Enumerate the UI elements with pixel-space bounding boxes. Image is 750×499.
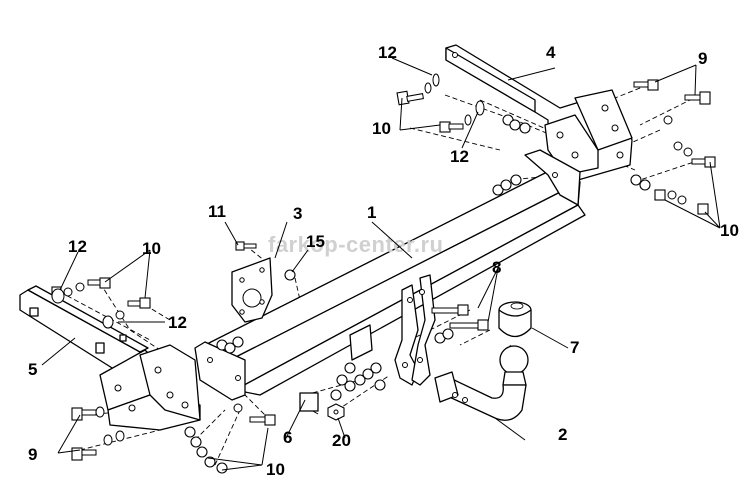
tow-ball-neck <box>434 345 529 421</box>
left-side-bracket <box>19 285 201 431</box>
callout-10-mid-left: 10 <box>142 239 161 258</box>
tow-ball-cover <box>498 301 532 338</box>
hardware-top-left <box>396 73 531 196</box>
callout-12-left-lower: 12 <box>168 313 187 332</box>
callout-10-top-left: 10 <box>372 119 391 138</box>
callout-9-bottom: 9 <box>28 445 37 464</box>
callout-7: 7 <box>570 338 579 357</box>
callout-12-top-upper: 12 <box>378 43 397 62</box>
callout-9-top: 9 <box>698 49 707 68</box>
callout-15: 15 <box>306 232 325 251</box>
callout-20: 20 <box>332 431 351 450</box>
hitch-mount-plate <box>394 274 436 386</box>
hardware-top-right <box>630 79 716 215</box>
right-side-bracket <box>445 44 633 181</box>
callout-leader-lines <box>41 57 721 471</box>
watermark-text: farkop-center.ru <box>268 232 444 257</box>
callout-2: 2 <box>558 425 567 444</box>
hardware-center <box>216 241 489 401</box>
locking-nut <box>327 403 345 421</box>
hardware-left <box>51 277 151 329</box>
callout-4: 4 <box>546 43 556 62</box>
hardware-bottom-left <box>71 403 276 474</box>
callout-12-top-lower: 12 <box>450 147 469 166</box>
callout-11: 11 <box>208 202 226 221</box>
callout-3: 3 <box>293 204 302 223</box>
callout-1: 1 <box>367 203 376 222</box>
callout-8: 8 <box>492 258 501 277</box>
callout-12-left-upper: 12 <box>68 237 87 256</box>
callout-labels: 1 2 3 4 5 6 7 8 9 9 10 10 10 10 11 12 12… <box>28 43 739 479</box>
callout-6: 6 <box>283 428 292 447</box>
callout-10-top-right: 10 <box>720 221 739 240</box>
spring-clip <box>299 392 319 415</box>
socket-bracket <box>231 257 273 323</box>
callout-10-bottom: 10 <box>266 460 285 479</box>
callout-5: 5 <box>28 360 37 379</box>
